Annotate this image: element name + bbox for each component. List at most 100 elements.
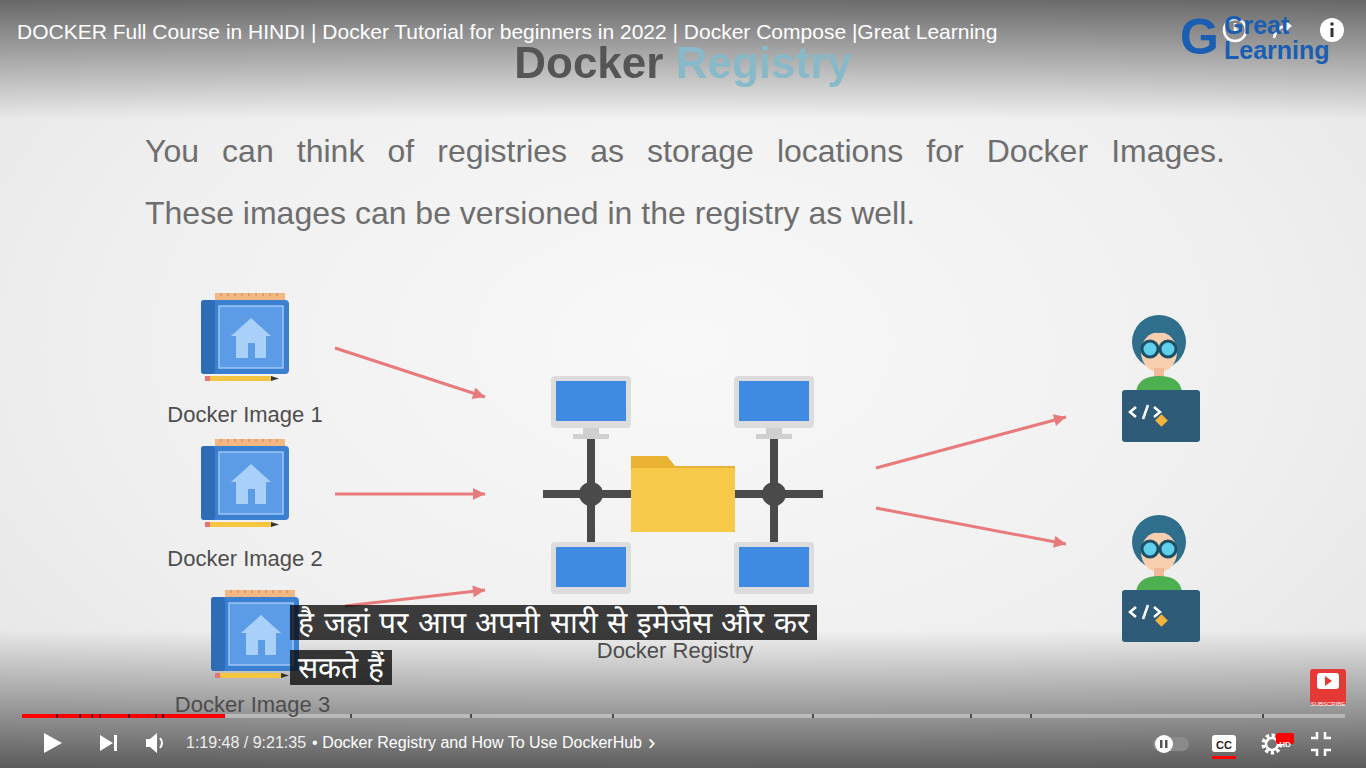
decor-circle xyxy=(1224,19,1246,41)
decor-rect xyxy=(225,590,295,597)
chapter-chevron: › xyxy=(648,732,655,754)
decor-rect xyxy=(350,714,352,718)
captions-button: CC xyxy=(1212,735,1236,752)
decor-path xyxy=(221,439,277,442)
decor-rect xyxy=(209,522,271,527)
decor-path xyxy=(1136,576,1182,592)
registry-arrow xyxy=(335,493,485,496)
decor-rect xyxy=(556,381,626,421)
decor-rect xyxy=(556,547,626,587)
decor-rect xyxy=(739,547,809,587)
decor-polygon xyxy=(231,318,271,336)
decor-circle xyxy=(1264,736,1280,752)
decor-rect xyxy=(631,468,735,532)
decor-rect xyxy=(248,489,255,504)
decor-rect xyxy=(246,633,276,655)
decor-circle xyxy=(1266,738,1278,750)
hd-text: HD xyxy=(1279,740,1291,749)
decor-path xyxy=(231,590,287,593)
decor-path xyxy=(44,733,62,753)
image-node: Docker Image 1 xyxy=(155,286,335,428)
chapter-title: • Docker Registry and How To Use DockerH… xyxy=(312,732,642,754)
decor-path xyxy=(160,738,162,748)
registry-arrow xyxy=(345,590,485,606)
top-shade xyxy=(0,0,1366,120)
decor-rect xyxy=(236,336,266,358)
decor-rect xyxy=(219,306,283,368)
decor-path xyxy=(1235,23,1241,30)
subscribe-text: SUBSCRIBE xyxy=(1311,701,1346,707)
decor-rect xyxy=(739,381,809,421)
decor-polygon xyxy=(271,522,279,527)
decor-rect xyxy=(1155,614,1168,627)
decor-rect xyxy=(219,673,281,678)
decor-rect xyxy=(201,300,289,374)
subscribe-label-wrap: SUBSCRIBE xyxy=(1310,692,1346,710)
decor-polygon xyxy=(271,376,279,381)
decor-rect xyxy=(201,300,215,374)
image-node: Docker Image 3 xyxy=(160,582,345,720)
decor-path xyxy=(543,436,823,542)
logo-word: Great xyxy=(1224,12,1289,38)
decor-rect xyxy=(766,428,782,435)
subtitle-wrap: है जहां पर आप अपनी सारी से इमेजेस और कर … xyxy=(290,600,865,690)
decor-path xyxy=(1136,376,1182,392)
video-title: DOCKER Full Course in HINDI | Docker Tut… xyxy=(17,19,997,45)
decor-path xyxy=(1325,676,1332,686)
registry-node: Docker Registry xyxy=(485,372,865,668)
decor-rect xyxy=(1310,669,1346,705)
decor-rect xyxy=(162,714,164,718)
decor-circle xyxy=(1160,541,1176,557)
decor-rect xyxy=(1165,740,1168,748)
decor-circle xyxy=(762,482,786,506)
decor-ellipse xyxy=(1141,332,1177,372)
slide-heading-wrap: Docker Registry xyxy=(0,36,1366,90)
decor-rect xyxy=(114,735,117,751)
developer-figure xyxy=(1122,315,1200,442)
body-text: These images can be versioned in the reg… xyxy=(145,193,1245,233)
decor-circle xyxy=(1142,341,1158,357)
decor-rect xyxy=(573,434,609,439)
player-top-icons xyxy=(1224,18,1344,42)
time-display: 1:19:48 / 9:21:35 • Docker Registry and H… xyxy=(186,732,655,754)
logo-mark: G xyxy=(1180,12,1219,62)
decor-rect xyxy=(1155,414,1168,427)
body-line-wrap: You can think of registries as storage l… xyxy=(145,131,1225,171)
node-label: Docker Registry xyxy=(485,638,865,664)
time-text: 1:19:48 / 9:21:35 xyxy=(186,732,306,754)
decor-line xyxy=(876,508,1066,544)
slide-heading: Docker Registry xyxy=(514,36,851,90)
decor-path xyxy=(221,293,277,296)
decor-path xyxy=(1130,405,1160,419)
docker-image-icon xyxy=(195,288,295,383)
docker-image-icon xyxy=(195,434,295,529)
decor-rect xyxy=(1317,673,1339,689)
developer-figure xyxy=(1122,515,1200,642)
decor-rect xyxy=(612,714,614,718)
decor-rect xyxy=(551,376,631,428)
decor-rect xyxy=(205,522,210,527)
decor-rect xyxy=(91,714,93,718)
body-line-wrap: These images can be versioned in the reg… xyxy=(145,193,1245,233)
logo-letter: G xyxy=(1180,12,1219,62)
decor-rect xyxy=(211,597,225,671)
decor-polygon xyxy=(231,464,271,482)
decor-circle xyxy=(1320,18,1344,42)
decor-rect xyxy=(201,446,215,520)
decor-rect xyxy=(1122,590,1200,642)
decor-rect xyxy=(1030,714,1032,718)
decor-rect xyxy=(201,446,289,520)
decor-rect xyxy=(1262,714,1264,718)
decor-rect xyxy=(128,714,130,718)
hd-badge: HD xyxy=(1276,733,1294,744)
video-title-wrap: DOCKER Full Course in HINDI | Docker Tut… xyxy=(17,19,997,45)
decor-rect xyxy=(215,673,220,678)
decor-rect xyxy=(551,542,631,594)
decor-rect xyxy=(1331,28,1334,37)
decor-rect xyxy=(258,640,265,655)
decor-circle xyxy=(1142,541,1158,557)
captions-text: CC xyxy=(1216,739,1232,751)
decor-rect xyxy=(229,603,293,665)
subscribe-button xyxy=(1310,669,1346,705)
